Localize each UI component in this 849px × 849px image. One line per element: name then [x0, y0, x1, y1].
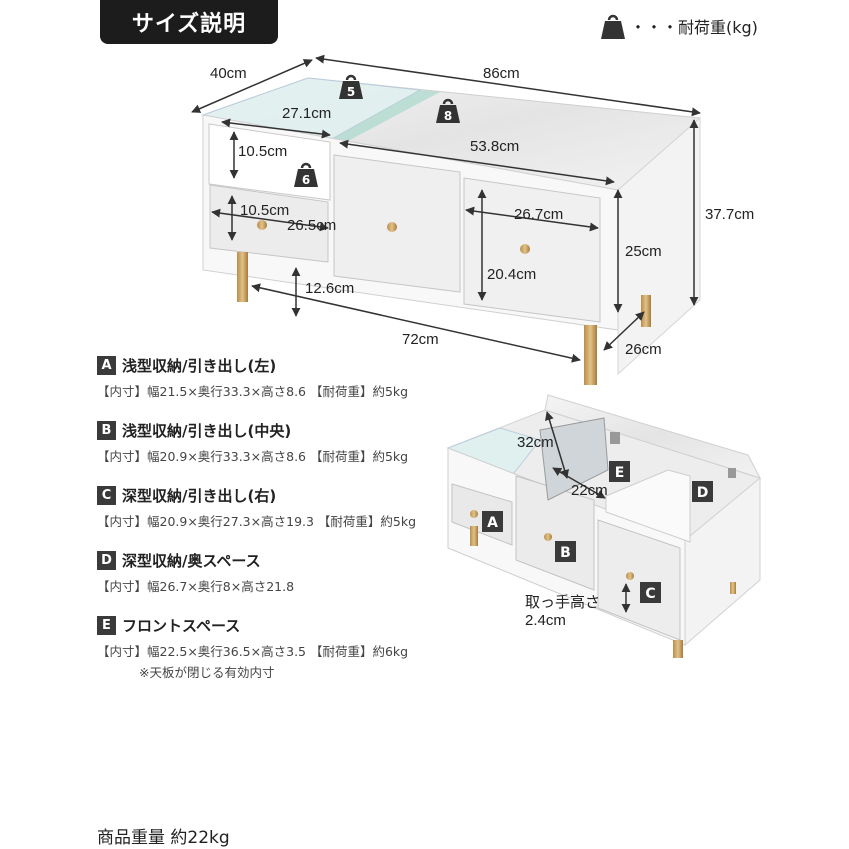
- load-legend: ・・・耐荷重(kg): [600, 12, 758, 40]
- dim-width: 86cm: [483, 65, 520, 82]
- open-dimension-lines: [545, 411, 631, 613]
- spec-badge: E: [97, 615, 116, 635]
- handle-height-label: 取っ手高さ: [525, 594, 600, 611]
- spec-item-e: E フロントスペース 【内寸】幅22.5×奥行36.5×高さ3.5 【耐荷重】約…: [97, 614, 437, 681]
- spec-list: A 浅型収納/引き出し(左) 【内寸】幅21.5×奥行33.3×高さ8.6 【耐…: [97, 354, 437, 700]
- load-marble: 8: [435, 98, 461, 124]
- svg-text:8: 8: [444, 109, 452, 123]
- spec-item-b: B 浅型収納/引き出し(中央) 【内寸】幅20.9×奥行33.3×高さ8.6 【…: [97, 419, 437, 465]
- closed-table: [201, 77, 702, 385]
- spec-title: 深型収納/奥スペース: [122, 551, 261, 570]
- spec-badge: A: [97, 355, 116, 375]
- zone-badge-a: A: [482, 511, 503, 532]
- spec-badge: C: [97, 485, 116, 505]
- dim-glass-width: 27.1cm: [282, 105, 331, 122]
- spec-detail: 【内寸】幅26.7×奥行8×高さ21.8: [97, 579, 295, 594]
- load-glass: 5: [338, 74, 364, 100]
- zone-badge-e: E: [609, 461, 630, 482]
- spec-title: 浅型収納/引き出し(左): [122, 356, 277, 375]
- spec-title: 浅型収納/引き出し(中央): [122, 421, 292, 440]
- load-left-shelf: 6: [293, 162, 319, 188]
- dim-marble-width: 53.8cm: [470, 138, 519, 155]
- dim-mirror-width: 22cm: [571, 482, 608, 499]
- dim-leg-span: 72cm: [402, 331, 439, 348]
- dim-depth: 40cm: [210, 65, 247, 82]
- zone-badge-c: C: [640, 582, 661, 603]
- dim-glass-height: 10.5cm: [238, 143, 287, 160]
- spec-detail: 【内寸】幅21.5×奥行33.3×高さ8.6 【耐荷重】約5kg: [97, 384, 409, 399]
- spec-note: ※天板が閉じる有効内寸: [139, 665, 275, 680]
- dim-left-drawer-width: 26.5cm: [287, 217, 336, 234]
- dim-right-drawer-height: 20.4cm: [487, 266, 536, 283]
- zone-badge-b: B: [555, 541, 576, 562]
- svg-text:C: C: [645, 586, 655, 602]
- dim-side-depth: 26cm: [625, 341, 662, 358]
- svg-text:B: B: [560, 545, 571, 561]
- product-weight: 商品重量 約22kg: [97, 828, 230, 848]
- spec-badge: B: [97, 420, 116, 440]
- dimension-labels: 40cm 86cm 27.1cm 53.8cm 10.5cm 10.5cm 26…: [210, 65, 754, 358]
- svg-text:E: E: [615, 465, 625, 481]
- dim-left-drawer-height: 10.5cm: [240, 202, 289, 219]
- spec-title: フロントスペース: [122, 616, 241, 635]
- open-dimension-labels: 32cm 22cm 取っ手高さ 2.4cm: [517, 434, 608, 629]
- svg-text:D: D: [697, 485, 709, 501]
- dim-right-drawer-width: 26.7cm: [514, 206, 563, 223]
- dim-cabinet-height: 25cm: [625, 243, 662, 260]
- svg-text:5: 5: [347, 85, 355, 99]
- legend-text: ・・・耐荷重(kg): [630, 18, 758, 37]
- svg-text:6: 6: [302, 173, 310, 187]
- spec-detail: 【内寸】幅22.5×奥行36.5×高さ3.5 【耐荷重】約6kg: [97, 644, 409, 659]
- dimension-lines: [191, 54, 701, 363]
- spec-item-d: D 深型収納/奥スペース 【内寸】幅26.7×奥行8×高さ21.8: [97, 549, 437, 595]
- page-title: サイズ説明: [100, 0, 278, 44]
- dim-total-height: 37.7cm: [705, 206, 754, 223]
- dim-mirror-height: 32cm: [517, 434, 554, 451]
- spec-item-c: C 深型収納/引き出し(右) 【内寸】幅20.9×奥行27.3×高さ19.3 【…: [97, 484, 437, 530]
- spec-detail: 【内寸】幅20.9×奥行27.3×高さ19.3 【耐荷重】約5kg: [97, 514, 417, 529]
- spec-badge: D: [97, 550, 116, 570]
- handle-height-value: 2.4cm: [525, 612, 566, 629]
- svg-text:A: A: [487, 515, 498, 531]
- dim-leg-height: 12.6cm: [305, 280, 354, 297]
- weight-icon: [601, 14, 625, 39]
- spec-detail: 【内寸】幅20.9×奥行33.3×高さ8.6 【耐荷重】約5kg: [97, 449, 409, 464]
- spec-item-a: A 浅型収納/引き出し(左) 【内寸】幅21.5×奥行33.3×高さ8.6 【耐…: [97, 354, 437, 400]
- spec-title: 深型収納/引き出し(右): [122, 486, 277, 505]
- zone-badge-d: D: [692, 481, 713, 502]
